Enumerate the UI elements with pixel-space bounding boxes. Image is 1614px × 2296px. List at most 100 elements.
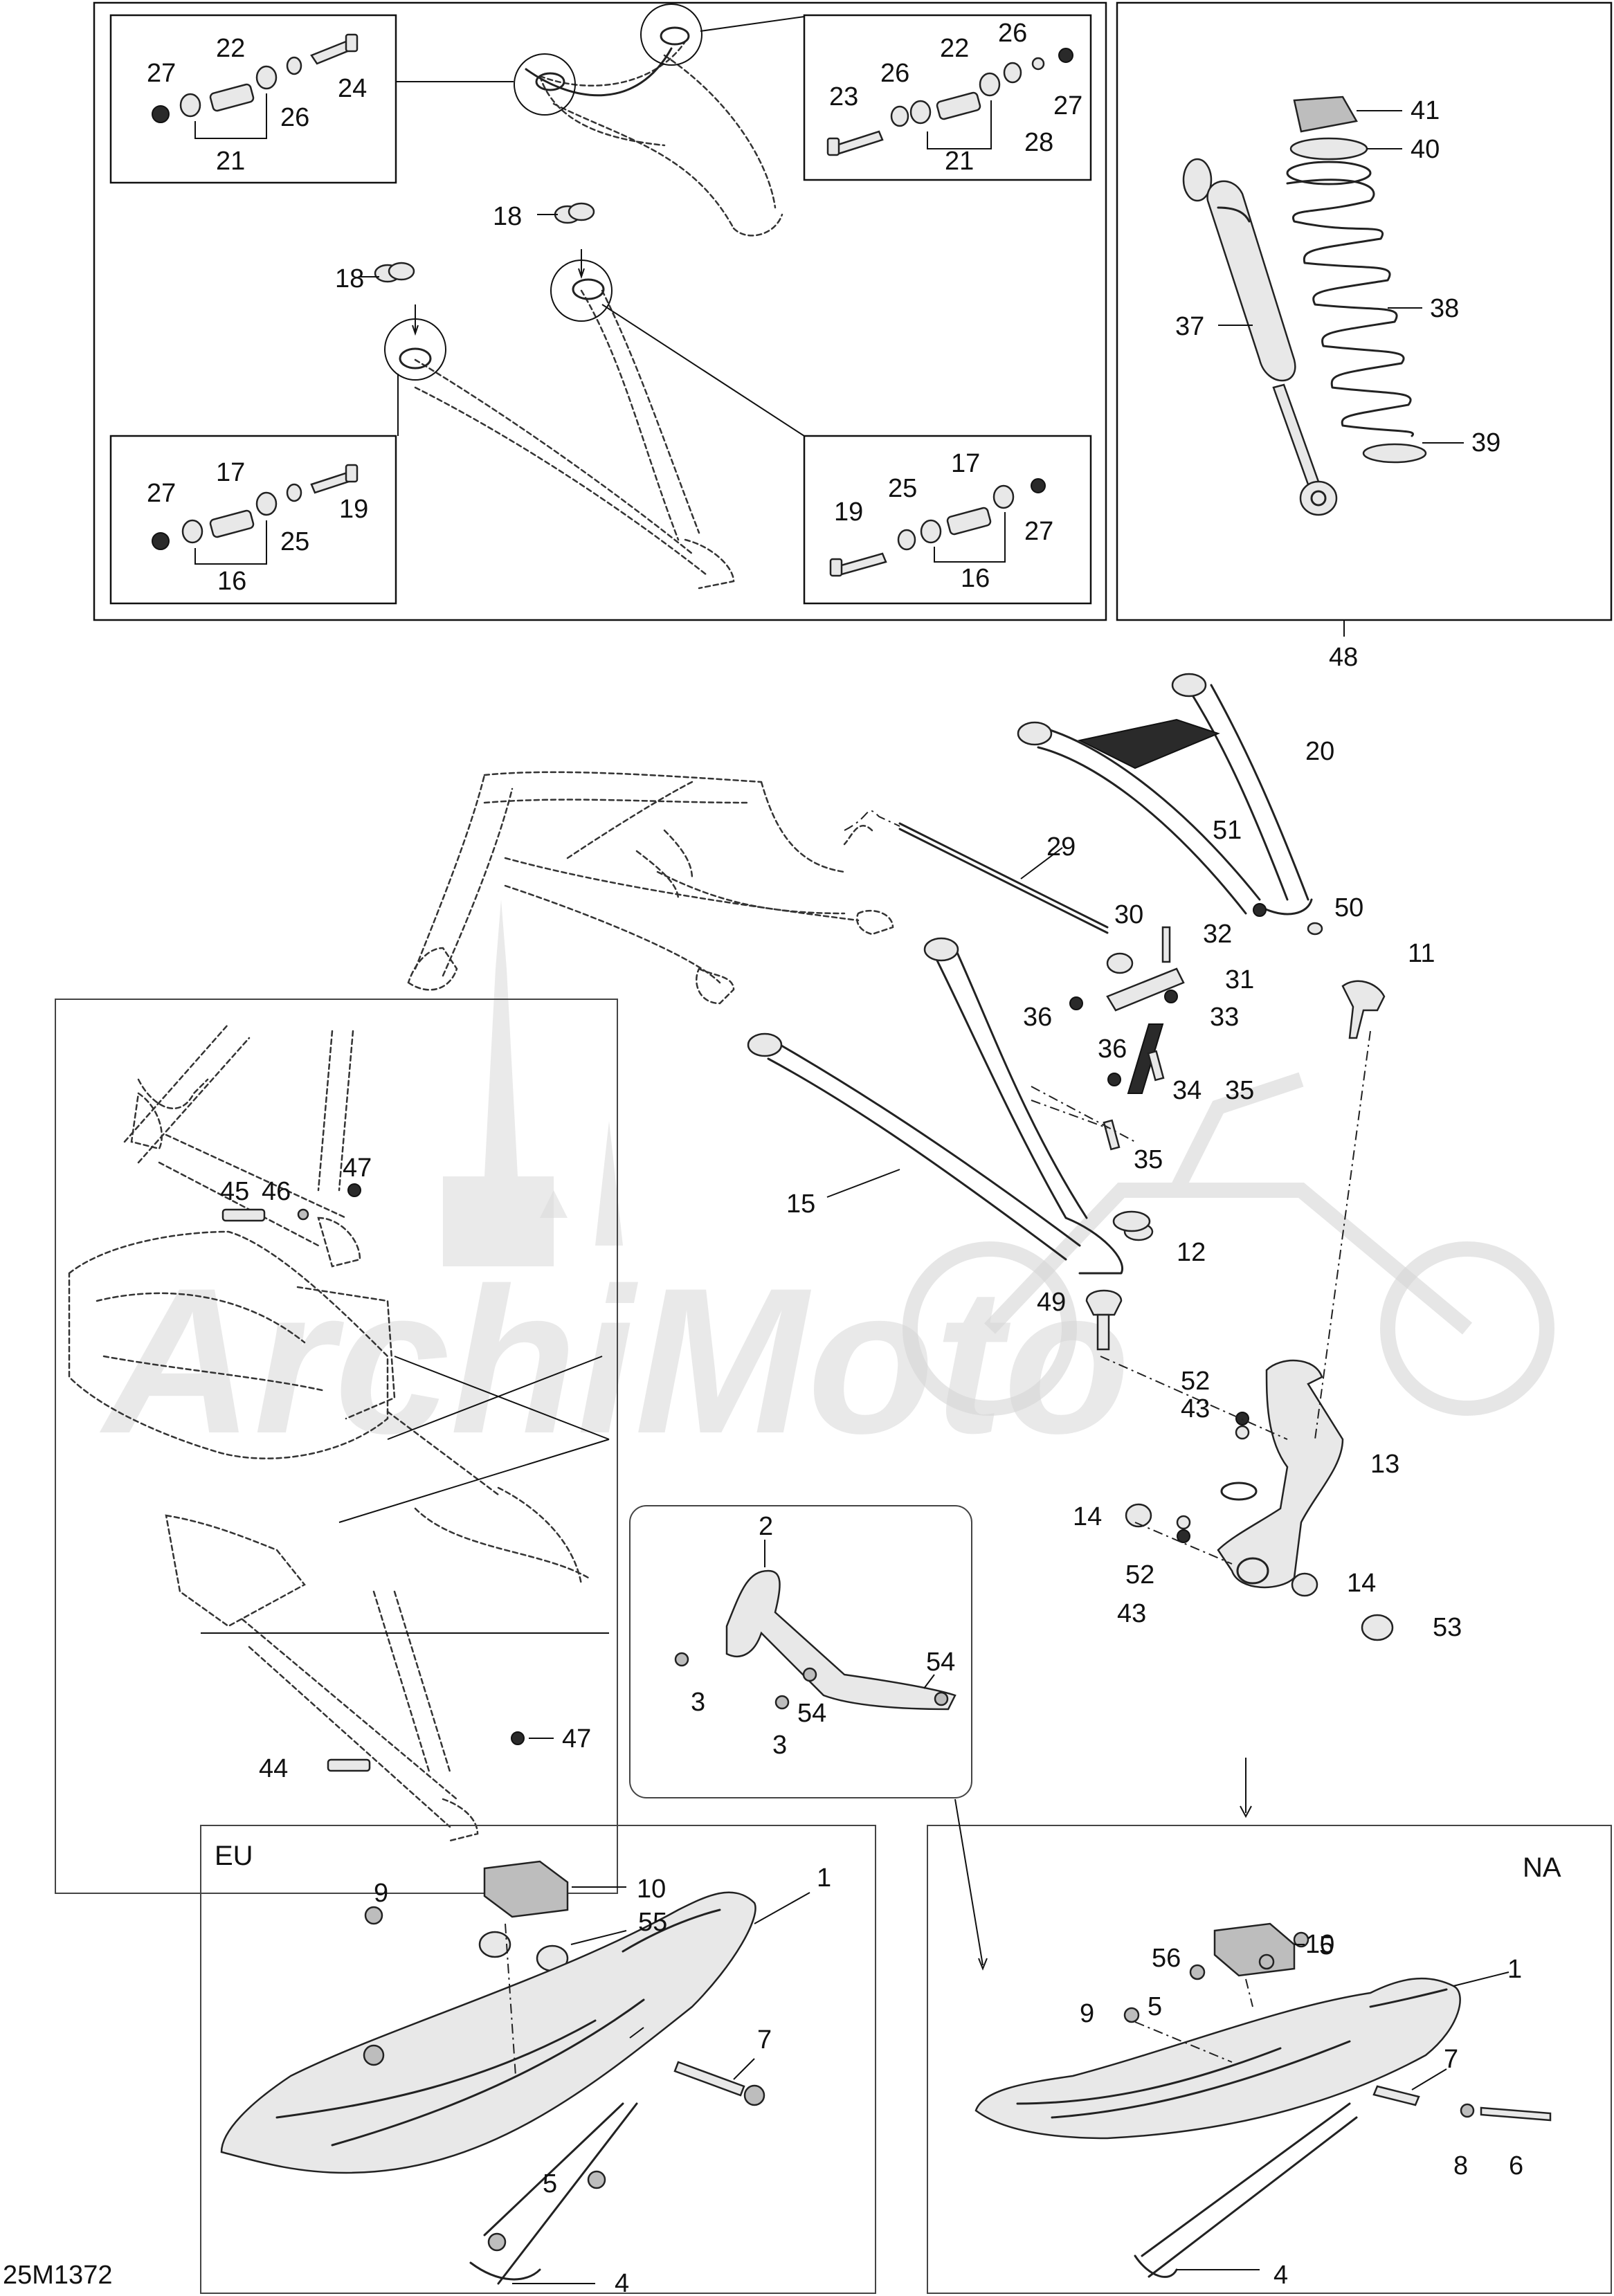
callout-21: 21 [945,147,974,176]
hardware-lower-left [152,464,359,565]
callout-25: 25 [888,474,917,503]
frame-panel [55,999,618,1894]
upper-a-arm-20 [1017,673,1313,915]
callout-26: 26 [280,103,309,132]
callout-41: 41 [1411,96,1440,125]
callout-15: 15 [786,1190,815,1219]
callout-25: 25 [280,527,309,556]
callout-47: 47 [562,1724,591,1753]
callout-29: 29 [1046,832,1076,862]
callout-26: 26 [880,59,909,88]
callout-49: 49 [1037,1288,1066,1317]
callout-26: 26 [998,19,1027,48]
handle-panel [629,1505,972,1798]
callout-36: 36 [1023,1003,1052,1032]
callout-40: 40 [1411,135,1440,164]
a-arm-kit-panel [93,1,1107,621]
callout-47: 47 [343,1154,372,1183]
callout-31: 31 [1225,965,1254,994]
callout-44: 44 [259,1754,288,1783]
bushing-18-lower [374,262,415,283]
hardware-lower-right [829,478,1046,577]
callout-20: 20 [1305,737,1334,766]
upper-pivot-circle-left [514,53,576,116]
callout-48: 48 [1329,643,1358,672]
callout-56: 56 [1152,1944,1181,1973]
callout-8: 8 [1453,2151,1468,2180]
spring-illustration [1286,95,1427,464]
callout-16: 16 [961,564,990,593]
callout-43: 43 [1117,1599,1146,1628]
callout-14: 14 [1347,1569,1376,1598]
callout-5: 5 [1319,1931,1334,1960]
callout-19: 19 [834,498,863,527]
callout-3: 3 [772,1731,787,1760]
callout-12: 12 [1177,1238,1206,1267]
callout-46: 46 [262,1177,291,1206]
callout-51: 51 [1213,816,1242,845]
callout-32: 32 [1203,920,1232,949]
callout-7: 7 [757,2025,772,2054]
diagram-code: 25M1372 [3,2261,112,2290]
callout-17: 17 [951,449,980,478]
front-suspension-ghost [407,771,894,1005]
callout-52: 52 [1181,1367,1210,1396]
callout-6: 6 [1509,2151,1523,2180]
shock-absorber-panel [1116,1,1613,637]
callout-24: 24 [338,74,367,103]
na-ski-panel-frame [927,1825,1612,2294]
watermark-text: ArchiMoto [98,1244,1131,1477]
handle-panel-frame [629,1505,972,1798]
callout-36: 36 [1098,1035,1127,1064]
callout-55: 55 [638,1908,667,1937]
callout-4: 4 [1273,2261,1288,2290]
callout-22: 22 [216,34,245,63]
region-label-eu: EU [215,1841,253,1871]
callout-labels: 27 22 26 24 21 23 26 22 26 27 28 21 18 1… [3,19,1561,2296]
subpanel-lower-left [109,435,397,605]
callout-18: 18 [493,202,522,231]
callout-35: 35 [1134,1145,1163,1174]
subpanel-lower-right [803,435,1092,605]
eu-ski-panel-frame [200,1825,876,2294]
callout-37: 37 [1175,312,1204,341]
callout-18: 18 [335,264,364,293]
lower-a-arm-illustration [384,249,735,590]
callout-43: 43 [1181,1394,1210,1423]
callout-54: 54 [926,1648,955,1677]
callout-27: 27 [1024,517,1053,546]
callout-30: 30 [1114,900,1143,929]
callout-34: 34 [1172,1076,1202,1105]
callout-17: 17 [216,458,245,487]
spindle-13 [1100,1030,1394,1641]
callout-23: 23 [829,82,858,111]
upper-a-arm-illustration [514,3,783,237]
callout-45: 45 [220,1177,249,1206]
eu-ski-panel [200,1825,876,2294]
steering-parts [1031,903,1386,1351]
callout-1: 1 [817,1864,831,1893]
callout-27: 27 [1053,91,1082,120]
hardware-upper-right [826,48,1073,156]
callout-28: 28 [1024,128,1053,157]
callout-9: 9 [1080,1999,1094,2028]
callout-2: 2 [759,1512,773,1541]
callout-7: 7 [1444,2045,1458,2074]
callout-19: 19 [339,495,368,524]
tie-rod-29 [844,810,1109,934]
subpanel-upper-right [803,14,1092,181]
callout-10: 10 [637,1875,666,1904]
callout-35: 35 [1225,1076,1254,1105]
hardware-upper-left [152,33,359,139]
callout-38: 38 [1430,294,1459,323]
callout-5: 5 [1148,1992,1162,2021]
callout-21: 21 [216,147,245,176]
callout-22: 22 [940,34,969,63]
callout-13: 13 [1370,1450,1399,1479]
bushing-18-upper [554,202,595,224]
callout-52: 52 [1125,1560,1154,1589]
callout-5: 5 [543,2169,557,2198]
callout-9: 9 [374,1879,388,1908]
callout-14: 14 [1073,1502,1102,1531]
callout-27: 27 [147,59,176,88]
